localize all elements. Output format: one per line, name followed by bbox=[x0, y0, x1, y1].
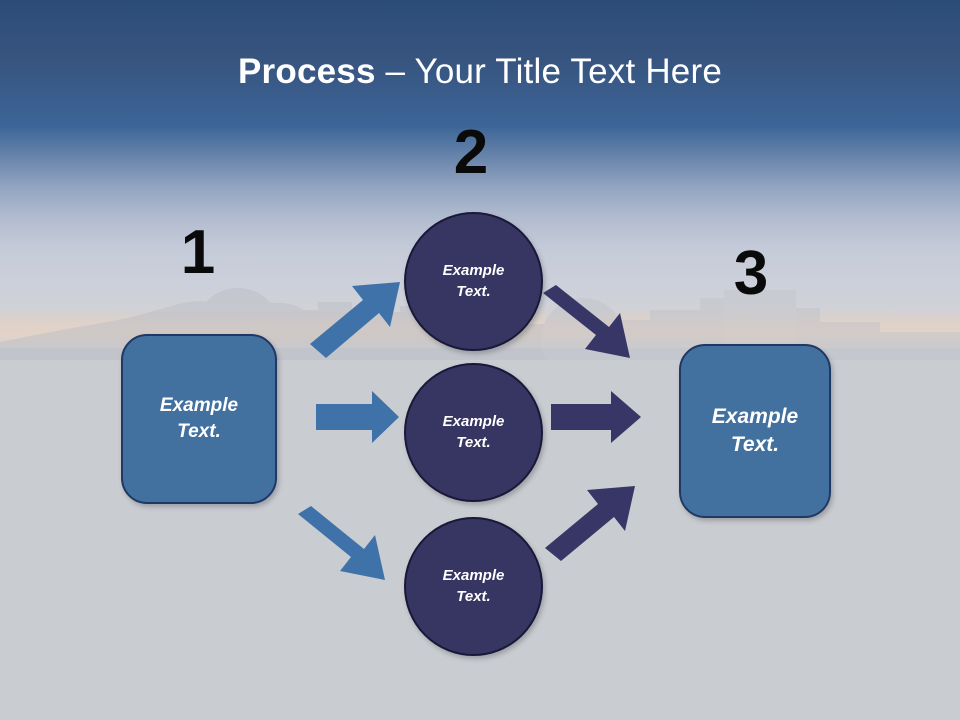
process-box-left-text: Example Text. bbox=[160, 393, 238, 444]
background-sky-top bbox=[0, 0, 960, 130]
process-circle-bottom[interactable]: Example Text. bbox=[404, 517, 543, 656]
process-circle-bottom-line2: Text. bbox=[456, 587, 491, 605]
process-circle-middle-line2: Text. bbox=[456, 433, 491, 451]
slide-title: Process – Your Title Text Here bbox=[0, 51, 960, 93]
process-box-right[interactable]: Example Text. bbox=[679, 344, 831, 518]
process-circle-bottom-line1: Example bbox=[442, 567, 505, 585]
process-circle-bottom-text: Example Text. bbox=[443, 566, 505, 607]
process-circle-top-line1: Example bbox=[442, 262, 505, 280]
process-box-left-line2: Text. bbox=[177, 421, 221, 442]
title-strong: Process bbox=[238, 52, 376, 91]
process-circle-middle-text: Example Text. bbox=[443, 412, 505, 453]
arrow-top-to-right-icon[interactable] bbox=[543, 285, 630, 358]
process-box-right-text: Example Text. bbox=[712, 403, 798, 460]
arrow-left-to-middle-icon[interactable] bbox=[316, 391, 399, 443]
process-box-left[interactable]: Example Text. bbox=[121, 334, 277, 504]
process-box-right-line2: Text. bbox=[730, 433, 780, 456]
step-number-1: 1 bbox=[180, 218, 216, 287]
process-box-left-line1: Example bbox=[159, 395, 239, 417]
process-circle-middle-line1: Example bbox=[442, 413, 505, 431]
process-box-right-line1: Example bbox=[711, 404, 799, 428]
step-number-3: 3 bbox=[733, 239, 769, 308]
arrow-bottom-to-right-icon[interactable] bbox=[545, 486, 635, 561]
process-circle-middle[interactable]: Example Text. bbox=[404, 363, 543, 502]
step-number-2: 2 bbox=[453, 118, 489, 187]
process-circle-top-line2: Text. bbox=[456, 282, 491, 300]
arrow-left-to-top-icon[interactable] bbox=[310, 282, 400, 358]
process-circle-top-text: Example Text. bbox=[443, 261, 505, 302]
arrow-left-to-bottom-icon[interactable] bbox=[298, 506, 385, 580]
title-rest: – Your Title Text Here bbox=[375, 52, 722, 91]
arrow-middle-to-right-icon[interactable] bbox=[551, 391, 641, 443]
process-circle-top[interactable]: Example Text. bbox=[404, 212, 543, 351]
